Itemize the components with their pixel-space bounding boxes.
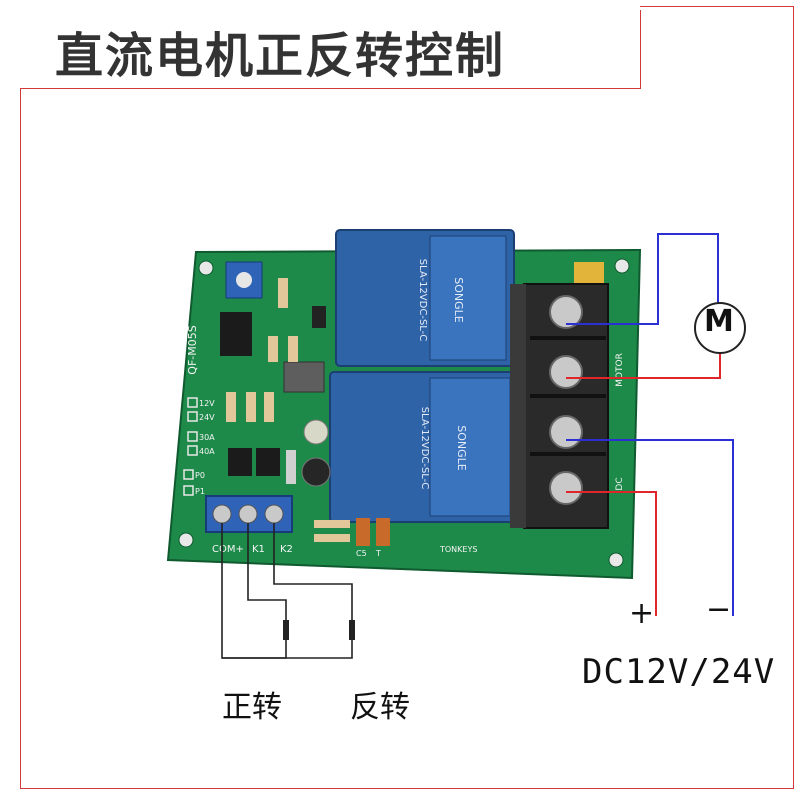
resistor — [288, 336, 298, 362]
silk-c4: C5 — [356, 549, 367, 558]
option-pads — [183, 397, 198, 496]
negative-label: − — [706, 592, 732, 627]
relay-bottom: SONGLE SLA-12VDC-SL-C — [329, 371, 517, 523]
silk-c5: T — [375, 549, 381, 558]
relay-brand: SONGLE — [455, 425, 468, 471]
positive-label: + — [629, 596, 655, 631]
option-label-p1: P1 — [195, 487, 205, 496]
fuse-holder — [574, 262, 604, 284]
option-label-24v: 24V — [199, 413, 215, 422]
capacitor — [303, 419, 329, 445]
voltage-label: DC12V/24V — [582, 652, 776, 692]
mount-hole — [614, 258, 630, 274]
silk-dc: DC — [615, 477, 625, 490]
option-label-12v: 12V — [199, 399, 215, 408]
frame-line-right — [793, 6, 794, 788]
relay-brand: SONGLE — [452, 277, 465, 323]
mount-hole — [198, 260, 214, 276]
resistor — [278, 278, 288, 308]
input-terminal-block — [205, 495, 293, 533]
motor-label: M — [704, 304, 734, 339]
frame-line-top — [640, 6, 794, 7]
frame-line-left — [20, 88, 21, 788]
optocoupler — [228, 448, 252, 476]
optocoupler — [256, 448, 280, 476]
title-frame — [20, 10, 641, 89]
resistor — [226, 392, 236, 422]
power-wire-negative — [566, 439, 734, 616]
relay-model: SLA-12VDC-SL-C — [417, 259, 428, 342]
motor-wire-blue — [566, 233, 719, 325]
diode — [286, 450, 296, 484]
forward-switch — [283, 620, 289, 640]
resistor — [314, 534, 350, 542]
terminal-label-k1: K1 — [252, 544, 265, 555]
power-wire-positive — [566, 491, 657, 616]
frame-line-bottom — [20, 788, 794, 789]
resistor — [268, 336, 278, 362]
page-title: 直流电机正反转控制 — [55, 28, 506, 84]
reverse-switch — [349, 620, 355, 640]
relay-model: SLA-12VDC-SL-C — [419, 407, 430, 490]
reverse-label: 反转 — [350, 690, 410, 725]
resistor — [246, 392, 256, 422]
capacitor — [312, 306, 326, 328]
forward-label: 正转 — [222, 690, 282, 725]
ic-chip — [220, 312, 252, 356]
motor-wire-red — [566, 352, 721, 379]
capacitor-c5 — [376, 518, 390, 546]
silk-motor: MOTOR — [615, 353, 625, 387]
motor-symbol — [694, 302, 746, 354]
switch-wiring — [221, 523, 353, 659]
relay-top: SONGLE SLA-12VDC-SL-C — [335, 229, 515, 367]
option-label-p0: P0 — [195, 471, 205, 480]
transistor — [283, 361, 325, 393]
resistor — [264, 392, 274, 422]
capacitor — [301, 457, 331, 487]
mount-hole — [178, 532, 194, 548]
trimmer-knob — [236, 272, 252, 288]
option-label-30a: 30A — [199, 433, 215, 442]
terminal-label-com: COM+ — [212, 544, 244, 555]
capacitor-c4 — [356, 518, 370, 546]
silk-brand: TONKEYS — [439, 545, 477, 554]
terminal-label-k2: K2 — [280, 544, 293, 555]
option-label-40a: 40A — [199, 447, 215, 456]
board-model: QF-M05S — [186, 325, 199, 374]
mount-hole — [608, 552, 624, 568]
resistor — [314, 520, 350, 528]
